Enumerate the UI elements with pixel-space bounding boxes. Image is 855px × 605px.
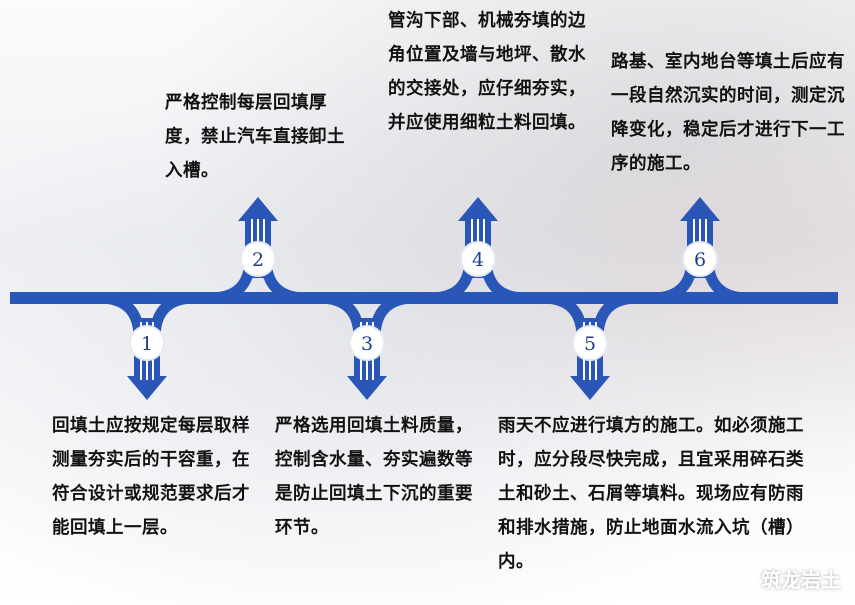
timeline-main-line — [10, 292, 838, 304]
arrow-head — [347, 376, 387, 400]
step-6-number: 6 — [694, 249, 706, 271]
step-1-number: 1 — [141, 333, 153, 355]
watermark-text: 筑龙岩土 — [761, 568, 841, 592]
watermark: 筑龙岩土 — [725, 564, 841, 593]
step-5-number: 5 — [584, 333, 596, 355]
arrow-head — [680, 197, 720, 221]
arrow-head — [127, 376, 167, 400]
step-4-number: 4 — [472, 249, 484, 271]
step-1-text: 回填土应按规定每层取样测量夯实后的干容重，在符合设计或规范要求后才能回填上一层。 — [52, 416, 250, 538]
step-3-circle: 3 — [349, 325, 385, 361]
arrow-head — [570, 376, 610, 400]
step-5-text: 雨天不应进行填方的施工。如必须施工时，应分段尽快完成，且宜采用碎石类土和砂土、石… — [498, 416, 804, 572]
step-2-number: 2 — [252, 249, 264, 271]
step-4-circle: 4 — [460, 241, 496, 277]
step-3-number: 3 — [361, 333, 373, 355]
arrow-head — [238, 197, 278, 221]
step-2-circle: 2 — [240, 241, 276, 277]
step-5-circle: 5 — [572, 325, 608, 361]
step-6-circle: 6 — [682, 241, 718, 277]
arrow-head — [458, 197, 498, 221]
wechat-icon — [725, 567, 754, 589]
step-2-text: 严格控制每层回填厚度，禁止汽车直接卸土入槽。 — [165, 93, 345, 181]
step-4-text: 管沟下部、机械夯填的边角位置及墙与地坪、散水的交接处，应仔细夯实，并应使用细粒土… — [388, 11, 586, 133]
step-6-text: 路基、室内地台等填土后应有一段自然沉实的时间，测定沉降变化，稳定后才进行下一工序… — [611, 52, 845, 174]
step-1-circle: 1 — [129, 325, 165, 361]
step-3-text: 严格选用回填土料质量，控制含水量、夯实遍数等是防止回填土下沉的重要环节。 — [275, 416, 473, 538]
